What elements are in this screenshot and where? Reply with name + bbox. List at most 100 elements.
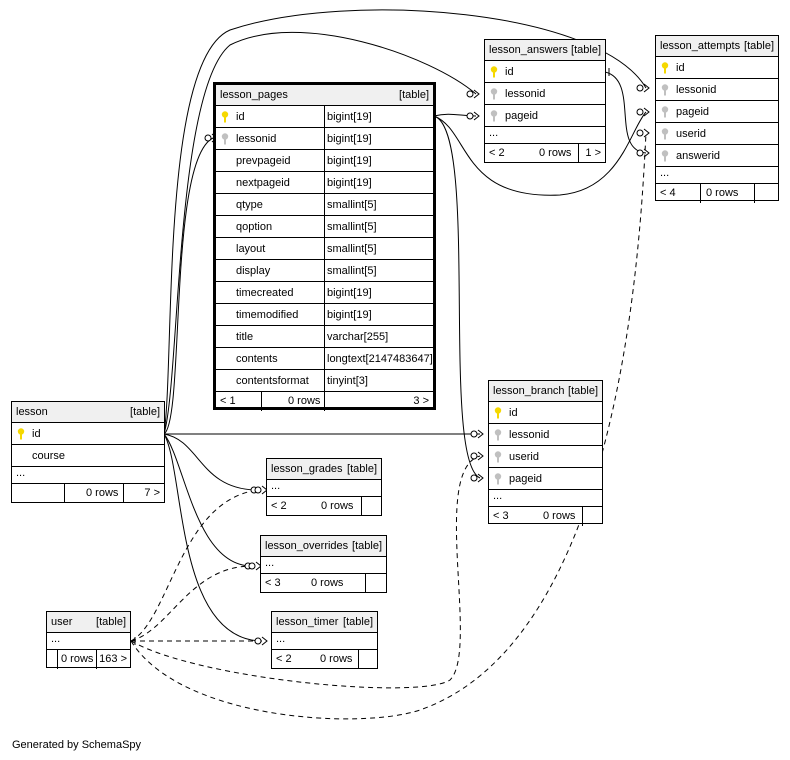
table-type-label: [table] [399, 89, 429, 101]
footer-parents: < 2 [271, 500, 287, 512]
foreign-key-icon [494, 473, 502, 485]
more-columns: ... [656, 167, 778, 184]
column-row-contentsformat: contentsformat tinyint[3] [216, 370, 433, 392]
column-name: id [236, 111, 245, 123]
table-header: lesson [table] [12, 402, 164, 423]
edge-user-lesson_attempts [130, 132, 647, 720]
table-type-label: [table] [568, 385, 598, 397]
edge-user-lesson_branch [130, 455, 481, 689]
table-footer: < 2 0 rows 1 > [485, 144, 605, 163]
column-row-id: id [12, 423, 164, 445]
column-name: pageid [505, 110, 539, 122]
column-type: tinyint[3] [327, 375, 368, 387]
table-header: lesson_answers [table] [485, 40, 605, 61]
column-name: lessonid [236, 133, 277, 145]
footer-parents: < 2 [276, 653, 292, 665]
footer-parents: < 3 [265, 577, 281, 589]
foreign-key-icon [490, 110, 498, 122]
column-type: bigint[19] [327, 309, 372, 321]
table-header: lesson_pages [table] [216, 85, 433, 106]
table-name: lesson_pages [220, 89, 288, 101]
column-name: userid [676, 128, 706, 140]
edge-user-lesson_grades [130, 489, 259, 642]
column-row-prevpageid: prevpageid bigint[19] [216, 150, 433, 172]
column-row-id: id [489, 402, 602, 424]
table-header: lesson_attempts [table] [656, 36, 778, 57]
column-row-lessonid: lessonid [656, 79, 778, 101]
column-type: smallint[5] [327, 243, 377, 255]
foreign-key-icon [661, 150, 669, 162]
credit-text: Generated by SchemaSpy [12, 739, 142, 751]
table-footer: < 3 0 rows [489, 507, 602, 526]
primary-key-icon [494, 407, 502, 419]
table-type-label: [table] [744, 40, 774, 52]
column-name: display [236, 265, 271, 277]
column-name: prevpageid [236, 155, 291, 167]
table-name: lesson [16, 406, 48, 418]
edge-user-lesson_overrides [130, 565, 253, 642]
footer-children: 163 > [99, 653, 127, 665]
column-name: answerid [676, 150, 721, 162]
column-type: bigint[19] [327, 133, 372, 145]
column-type: bigint[19] [327, 155, 372, 167]
footer-children: 3 > [413, 395, 429, 407]
primary-key-icon [17, 428, 25, 440]
footer-rows: 0 rows [706, 187, 739, 199]
table-lesson_timer[interactable]: lesson_timer [table] ... < 2 0 rows [271, 611, 378, 669]
table-footer: 0 rows 7 > [12, 484, 164, 503]
column-row-pageid: pageid [656, 101, 778, 123]
column-name: nextpageid [236, 177, 290, 189]
column-name: qoption [236, 221, 273, 233]
column-name: userid [509, 451, 539, 463]
footer-rows: 0 rows [61, 653, 94, 665]
column-name: lessonid [509, 429, 550, 441]
table-type-label: [table] [571, 44, 601, 56]
foreign-key-icon [494, 451, 502, 463]
table-type-label: [table] [352, 540, 382, 552]
edge-lesson-lesson_attempts [163, 9, 647, 435]
more-columns: ... [272, 633, 377, 650]
column-row-lessonid: lessonid [485, 83, 605, 105]
table-lesson_grades[interactable]: lesson_grades [table] ... < 2 0 rows [266, 458, 382, 516]
foreign-key-icon [661, 84, 669, 96]
table-footer: < 2 0 rows [267, 497, 381, 516]
column-name: qtype [236, 199, 263, 211]
table-footer: < 3 0 rows [261, 574, 386, 593]
footer-children: 1 > [585, 147, 601, 159]
footer-rows: 0 rows [321, 500, 354, 512]
foreign-key-icon [661, 128, 669, 140]
footer-rows: 0 rows [311, 577, 344, 589]
table-user[interactable]: user [table] ... 0 rows 163 > [46, 611, 131, 669]
column-row-lessonid: lessonid bigint[19] [216, 128, 433, 150]
footer-children: 7 > [144, 487, 160, 499]
edge-lesson_answers-lesson_attempts [604, 71, 647, 154]
column-name: course [32, 450, 66, 462]
table-footer: < 2 0 rows [272, 650, 377, 669]
edge-lesson-lesson_grades [163, 433, 259, 491]
foreign-key-icon [490, 88, 498, 100]
column-name: contentsformat [236, 375, 309, 387]
column-name: id [509, 407, 518, 419]
edge-lesson-lesson_answers [163, 31, 477, 435]
column-type: smallint[5] [327, 221, 377, 233]
column-row-lessonid: lessonid [489, 424, 602, 446]
footer-parents: < 1 [220, 395, 236, 407]
more-columns: ... [485, 127, 605, 144]
foreign-key-icon [494, 429, 502, 441]
footer-rows: 0 rows [86, 487, 119, 499]
column-name: timemodified [236, 309, 299, 321]
column-name: timecreated [236, 287, 294, 299]
table-lesson_overrides[interactable]: lesson_overrides [table] ... < 3 0 rows [260, 535, 387, 593]
